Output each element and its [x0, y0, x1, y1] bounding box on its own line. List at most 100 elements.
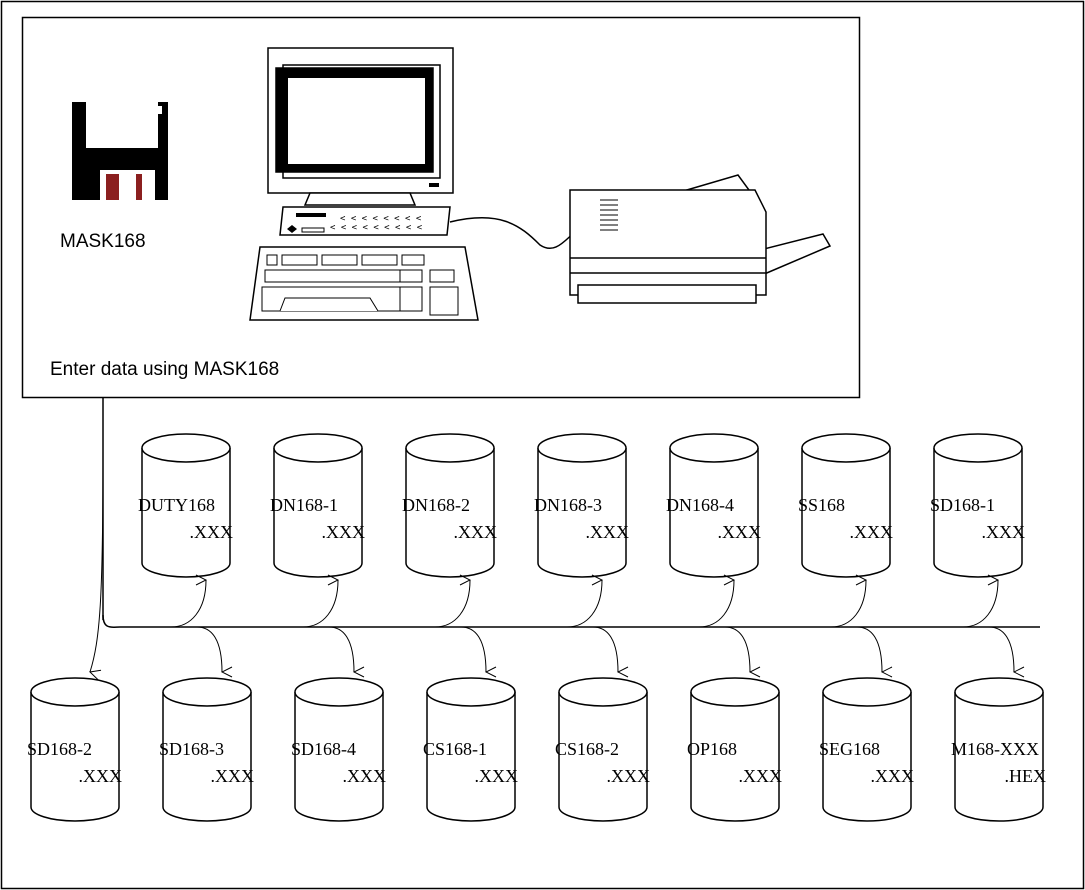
- instruction-text: Enter data using MASK168: [50, 359, 279, 380]
- file-extension: .XXX: [586, 522, 630, 542]
- arrow-to-top-file: [962, 580, 998, 628]
- cylinder-body: [537, 448, 627, 578]
- arrow-to-bottom-file: [856, 626, 882, 672]
- bottom-file-7: M168-XXX .HEX: [951, 677, 1047, 822]
- top-file-1: DN168-1 .XXX: [270, 433, 366, 578]
- cylinder-top: [558, 677, 648, 707]
- svg-text:< < < < < < < < <: < < < < < < < < <: [330, 223, 423, 233]
- cylinder-top: [294, 677, 384, 707]
- file-name: DN168-2: [402, 495, 470, 515]
- cylinder-top: [141, 433, 231, 463]
- file-name: SD168-2: [27, 739, 92, 759]
- arrow-to-top-file: [434, 580, 470, 628]
- computer-icon: < < < < < < < < < < < < < < < < <: [249, 47, 576, 321]
- arrow-to-bottom-file: [90, 449, 104, 672]
- file-extension: .XXX: [343, 766, 387, 786]
- cylinder-body: [822, 692, 912, 822]
- file-name: CS168-2: [555, 739, 619, 759]
- cylinder-body: [933, 448, 1023, 578]
- arrow-to-top-file: [830, 580, 866, 628]
- file-extension: .HEX: [1005, 766, 1047, 786]
- top-file-3: DN168-3 .XXX: [534, 433, 630, 578]
- cylinder-top: [537, 433, 627, 463]
- file-extension: .XXX: [718, 522, 762, 542]
- file-name: CS168-1: [423, 739, 487, 759]
- file-name: M168-XXX: [951, 739, 1039, 759]
- file-name: SD168-1: [930, 495, 995, 515]
- file-extension: .XXX: [607, 766, 651, 786]
- cylinder-top: [273, 433, 363, 463]
- cylinder-top: [426, 677, 516, 707]
- cylinder-body: [426, 692, 516, 822]
- floppy-label: MASK168: [60, 231, 146, 252]
- file-name: DN168-1: [270, 495, 338, 515]
- bottom-file-0: SD168-2.XXX: [27, 677, 122, 822]
- bottom-file-4: CS168-2 .XXX: [555, 677, 651, 822]
- file-extension: .XXX: [190, 522, 234, 542]
- arrow-to-bottom-file: [592, 626, 618, 672]
- cylinder-top: [405, 433, 495, 463]
- top-file-5: SS168.XXX: [798, 433, 894, 578]
- bottom-file-1: SD168-3 .XXX: [159, 677, 255, 822]
- file-name: OP168: [687, 739, 737, 759]
- arrow-to-top-file: [302, 580, 338, 628]
- cylinder-body: [954, 692, 1044, 822]
- file-extension: .XXX: [454, 522, 498, 542]
- file-extension: .XXX: [475, 766, 519, 786]
- cylinder-top: [933, 433, 1023, 463]
- file-extension: .XXX: [871, 766, 915, 786]
- file-name: DN168-4: [666, 495, 734, 515]
- cylinder-body: [162, 692, 252, 822]
- cylinder-top: [822, 677, 912, 707]
- bottom-file-5: OP168.XXX: [687, 677, 783, 822]
- arrow-to-top-file: [566, 580, 602, 628]
- cylinder-top: [30, 677, 120, 707]
- file-extension: .XXX: [982, 522, 1026, 542]
- file-name: DN168-3: [534, 495, 602, 515]
- cylinder-body: [405, 448, 495, 578]
- cylinder-top: [669, 433, 759, 463]
- svg-text:< < < < < < < <: < < < < < < < <: [340, 214, 422, 224]
- bottom-file-3: CS168-1 .XXX: [423, 677, 519, 822]
- arrow-to-top-file: [698, 580, 734, 628]
- top-file-2: DN168-2 .XXX: [402, 433, 498, 578]
- top-file-4: DN168-4 .XXX: [666, 433, 762, 578]
- setup-panel: MASK168 < < < < < < < < < < < < < < < < …: [21, 16, 861, 399]
- file-name: SEG168: [819, 739, 880, 759]
- cylinder-body: [141, 448, 231, 578]
- arrow-to-bottom-file: [988, 626, 1014, 672]
- cylinder-body: [690, 692, 780, 822]
- top-file-6: SD168-1 .XXX: [930, 433, 1026, 578]
- bottom-files: SD168-2.XXXSD168-3.XXXSD168-4.XXXCS168-1…: [27, 677, 1047, 822]
- arrow-to-bottom-file: [724, 626, 750, 672]
- cylinder-top: [954, 677, 1044, 707]
- bottom-file-6: SEG168 .XXX: [819, 677, 915, 822]
- file-name: DUTY168: [138, 495, 215, 515]
- cylinder-body: [558, 692, 648, 822]
- cylinder-body: [669, 448, 759, 578]
- cylinder-body: [30, 692, 120, 822]
- top-files: DUTY168.XXXDN168-1.XXXDN168-2.XXXDN168-3…: [138, 433, 1026, 578]
- cylinder-body: [294, 692, 384, 822]
- cylinder-body: [273, 448, 363, 578]
- file-extension: .XXX: [322, 522, 366, 542]
- cylinder-top: [162, 677, 252, 707]
- file-name: SS168: [798, 495, 845, 515]
- printer-icon: [569, 174, 832, 304]
- arrow-to-bottom-file: [328, 626, 354, 672]
- file-extension: .XXX: [211, 766, 255, 786]
- arrow-to-bottom-file: [196, 626, 222, 672]
- file-name: SD168-3: [159, 739, 224, 759]
- arrow-to-top-file: [170, 580, 206, 628]
- file-extension: .XXX: [850, 522, 894, 542]
- top-file-0: DUTY168 .XXX: [138, 433, 234, 578]
- arrows: [90, 449, 1014, 672]
- floppy-disk-icon: [72, 102, 168, 200]
- cylinder-top: [801, 433, 891, 463]
- file-extension: .XXX: [739, 766, 783, 786]
- cylinder-body: [801, 448, 891, 578]
- file-name: SD168-4: [291, 739, 356, 759]
- bottom-file-2: SD168-4 .XXX: [291, 677, 387, 822]
- cylinder-top: [690, 677, 780, 707]
